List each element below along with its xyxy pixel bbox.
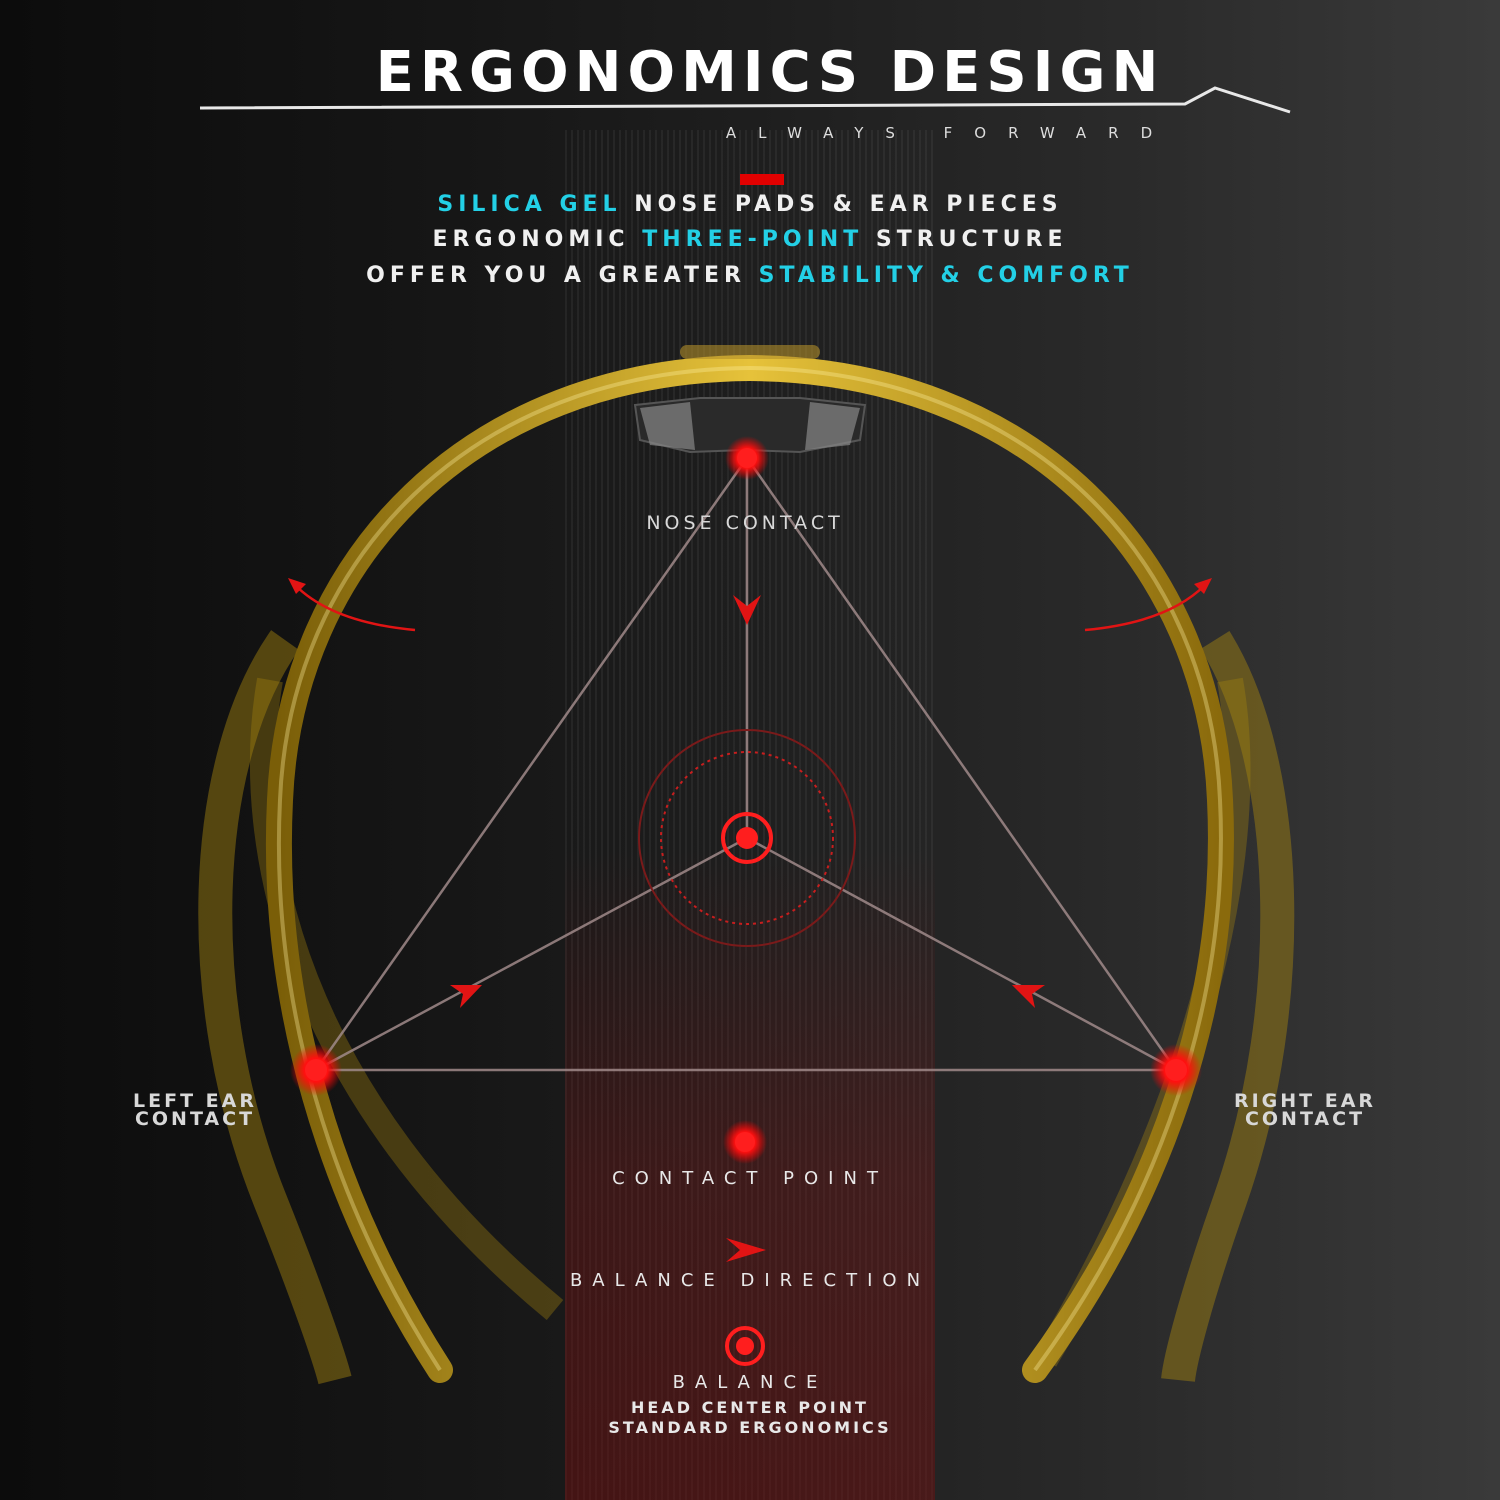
line-nose-right (745, 457, 1178, 1071)
temple-flex-arrow-left-head (288, 578, 306, 594)
right-ear-label-line-2: CONTACT (1244, 1108, 1366, 1130)
gold-frame (265, 354, 1234, 1383)
center-balance-dot (736, 827, 758, 849)
direction-arrow-down (733, 595, 761, 625)
center-balance-ring (721, 812, 773, 864)
left-ear-label-line-2: CONTACT (134, 1108, 256, 1130)
legend-contact-dot (735, 1132, 755, 1152)
nose-contact-dot (737, 448, 757, 468)
line-left-center (315, 836, 748, 1072)
tagline-2-highlight: THREE-POINT (642, 227, 864, 252)
tagline-1-highlight: SILICA GEL (437, 192, 622, 217)
tagline-line-1: SILICA GEL NOSE PADS & EAR PIECES (250, 192, 1250, 217)
temple-flex-arrow-left (294, 584, 416, 632)
right-temple-ghost (1161, 631, 1295, 1383)
direction-arrow-left (450, 985, 482, 1008)
tagline-line-2: ERGONOMIC THREE-POINT STRUCTURE (250, 227, 1250, 252)
nose-pad (633, 345, 867, 454)
line-right-center (746, 836, 1177, 1072)
tagline-2-pre: ERGONOMIC (432, 227, 643, 252)
direction-arrow-right (1012, 985, 1045, 1008)
accent-bar (740, 174, 784, 185)
right-contact-dot (1165, 1059, 1187, 1081)
header-swoosh (199, 86, 1291, 114)
tagline-3-pre: OFFER YOU A GREATER (366, 263, 759, 288)
legend-balance-ring (725, 1326, 765, 1366)
left-ear-label-line-1: LEFT EAR (133, 1090, 257, 1112)
left-ear-contact-label: LEFT EAR CONTACT (110, 1090, 280, 1130)
legend-balance-dot (736, 1337, 754, 1355)
nose-contact-label: NOSE CONTACT (646, 512, 844, 534)
legend-balance-sub-2: STANDARD ERGONOMICS (608, 1418, 892, 1437)
left-temple-ghost-inner (249, 677, 564, 1321)
tagline-2-post: STRUCTURE (863, 227, 1068, 252)
tagline-3-highlight: STABILITY & COMFORT (758, 263, 1134, 288)
left-temple-ghost (198, 630, 352, 1385)
temple-flex-arrow-right (1084, 584, 1206, 632)
tagline-1-text: NOSE PADS & EAR PIECES (621, 192, 1063, 217)
tagline-line-3: OFFER YOU A GREATER STABILITY & COMFORT (250, 263, 1250, 288)
center-ring-outer (638, 729, 856, 947)
left-contact-dot (305, 1059, 327, 1081)
page-title: ERGONOMICS DESIGN (375, 40, 1165, 105)
background-red-glow (565, 850, 935, 1500)
gold-frame-highlight (276, 365, 1223, 1372)
legend-balance: BALANCE (672, 1372, 828, 1393)
legend-balance-sub-1: HEAD CENTER POINT (631, 1398, 869, 1417)
temple-flex-arrow-right-head (1194, 578, 1212, 594)
legend-balance-direction: BALANCE DIRECTION (569, 1270, 931, 1291)
right-ear-label-line-1: RIGHT EAR (1233, 1090, 1377, 1112)
center-ring-dotted (660, 751, 834, 925)
page-subtitle: ALWAYS FORWARD (725, 124, 1175, 142)
legend-direction-arrow (726, 1238, 766, 1262)
line-nose-left (314, 457, 749, 1071)
legend-contact-point: CONTACT POINT (612, 1168, 888, 1189)
right-ear-contact-label: RIGHT EAR CONTACT (1220, 1090, 1390, 1130)
